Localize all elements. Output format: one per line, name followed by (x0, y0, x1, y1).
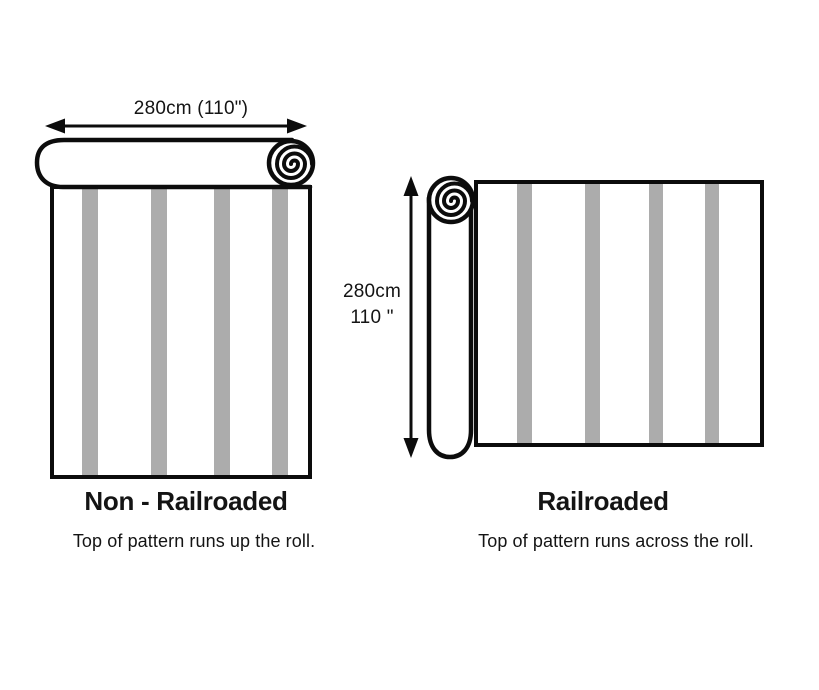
non-railroaded-diagram (34, 118, 316, 479)
length-dimension-arrow (403, 176, 419, 458)
pattern-stripe (585, 184, 600, 443)
pattern-stripes-right (517, 184, 719, 443)
right-length-label-inches: 110 " (350, 307, 394, 328)
pattern-stripe (517, 184, 532, 443)
pattern-stripe (82, 189, 98, 475)
pattern-stripe (705, 184, 719, 443)
railroaded-diagram (403, 175, 764, 460)
right-diagram-title: Railroaded (537, 486, 669, 516)
arrow-head-bottom-icon (403, 438, 419, 458)
roll-end-spiral-icon (275, 144, 314, 180)
pattern-stripe (151, 189, 167, 475)
arrow-head-right-icon (287, 118, 307, 134)
pattern-stripes-left (82, 189, 288, 475)
roll-tube-outline (34, 137, 313, 190)
left-width-label: 280cm (110") (133, 98, 249, 119)
pattern-stripe (272, 189, 288, 475)
arrow-head-left-icon (45, 118, 65, 134)
right-diagram-caption: Top of pattern runs across the roll. (478, 531, 754, 551)
arrow-head-top-icon (403, 176, 419, 196)
right-length-label: 280cm 110 " (317, 279, 427, 331)
fabric-roll-vertical (426, 175, 476, 460)
pattern-stripe (649, 184, 663, 443)
pattern-stripe (214, 189, 230, 475)
left-diagram-caption: Top of pattern runs up the roll. (72, 531, 316, 551)
right-length-label-cm: 280cm (342, 281, 402, 302)
left-diagram-title: Non - Railroaded (84, 486, 288, 516)
roll-tube-outline (426, 195, 474, 460)
roll-end-spiral-icon (435, 181, 474, 217)
fabric-roll-horizontal (34, 137, 316, 190)
width-dimension-arrow (45, 118, 307, 134)
